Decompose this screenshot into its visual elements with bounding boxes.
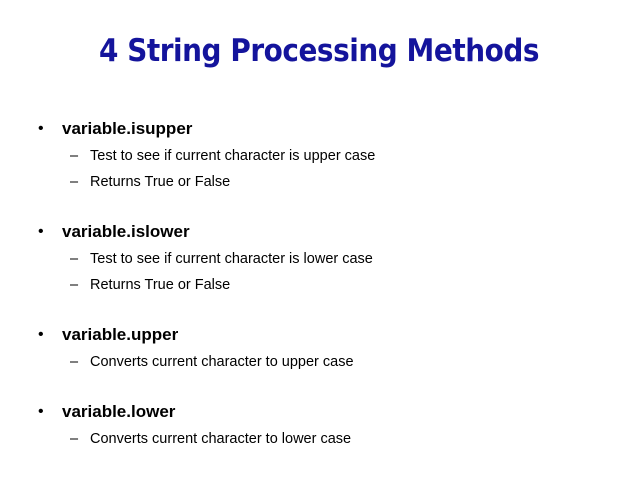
method-name: variable.islower xyxy=(62,222,190,241)
dash-icon: – xyxy=(70,431,79,447)
dash-icon: – xyxy=(70,148,79,164)
dash-icon: – xyxy=(70,174,79,190)
dash-icon: – xyxy=(70,277,79,293)
sub-item-text: Test to see if current character is uppe… xyxy=(90,148,376,164)
bullet-icon: • xyxy=(38,403,44,420)
sub-item: –Test to see if current character is upp… xyxy=(70,147,375,165)
sub-item-text: Converts current character to upper case xyxy=(90,354,354,370)
sub-item: –Returns True or False xyxy=(70,276,230,294)
bullet-icon: • xyxy=(38,120,44,137)
sub-item-text: Returns True or False xyxy=(90,277,231,293)
sub-item-text: Test to see if current character is lowe… xyxy=(90,251,373,267)
sub-item: –Returns True or False xyxy=(70,173,230,191)
method-name: variable.upper xyxy=(62,325,179,344)
dash-icon: – xyxy=(70,354,79,370)
sub-item-text: Returns True or False xyxy=(90,174,231,190)
dash-icon: – xyxy=(70,251,79,267)
bullet-icon: • xyxy=(38,223,44,240)
bullet-icon: • xyxy=(38,326,44,343)
method-name: variable.lower xyxy=(62,402,176,421)
sub-item: –Test to see if current character is low… xyxy=(70,250,373,268)
sub-item: –Converts current character to lower cas… xyxy=(70,430,351,448)
slide-title: 4 String Processing Methods xyxy=(98,33,540,69)
method-name: variable.isupper xyxy=(62,119,193,138)
sub-item: –Converts current character to upper cas… xyxy=(70,353,354,371)
sub-item-text: Converts current character to lower case xyxy=(90,431,352,447)
